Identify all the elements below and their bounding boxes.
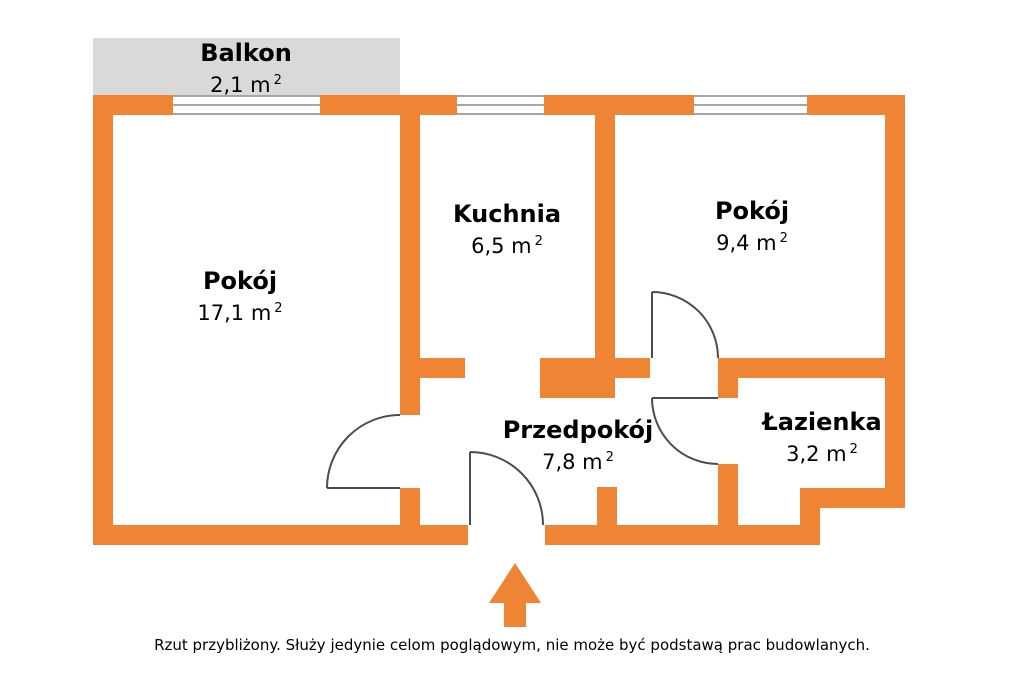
room-area-value: 17,1 m [197,300,272,325]
room-area-value: 3,2 m [786,441,847,466]
wall-notch-vertical [800,488,820,545]
room-name: Przedpokój [502,416,654,444]
wall-bottom-left [93,525,468,545]
room-area-sup: 2 [849,441,858,457]
wall-kitchen-stub [420,358,465,378]
room-name: Balkon [200,39,292,67]
wall-room1-hall-lower [400,488,420,545]
room-area-sup: 2 [605,449,614,465]
window-balcony [173,95,320,115]
door-arc-room1 [326,414,401,489]
room-name: Pokój [714,197,790,225]
room-area-sup: 2 [273,72,282,88]
wall-room2-bottom-right [718,358,905,378]
wall-right [885,95,905,508]
entrance-arrow-stem [504,603,526,627]
room-area-sup: 2 [779,230,788,246]
room-area-value: 6,5 m [471,233,532,258]
wall-bottom-mid [545,525,820,545]
window-kitchen [457,95,544,115]
door-arc-bathroom [651,397,719,465]
wall-room1-kitchen [400,95,420,415]
room-area-sup: 2 [274,300,283,316]
entrance-arrow-head [489,563,541,603]
wall-notch-horizontal [800,488,905,508]
room-area-sup: 2 [534,233,543,249]
wall-room2-bottom-left [615,358,650,378]
room-name: Kuchnia [452,200,562,228]
wall-bath-upper [718,358,738,398]
wall-kitchen-room2 [595,95,615,398]
wall-bath-lower [718,464,738,545]
room-name: Pokój [202,267,278,295]
balcony-area [93,38,400,95]
room-area-value: 9,4 m [716,230,777,255]
room-area-value: 7,8 m [542,449,603,474]
wall-left [93,95,113,545]
room-area-value: 2,1 m [210,72,271,97]
wall-entrance-stub [597,487,617,525]
room-name: Łazienka [762,408,882,436]
door-arc-room2 [651,291,719,359]
window-room2 [694,95,807,115]
entrance-arrow-icon [489,563,541,627]
disclaimer-text: Rzut przybliżony. Służy jedynie celom po… [154,636,870,654]
